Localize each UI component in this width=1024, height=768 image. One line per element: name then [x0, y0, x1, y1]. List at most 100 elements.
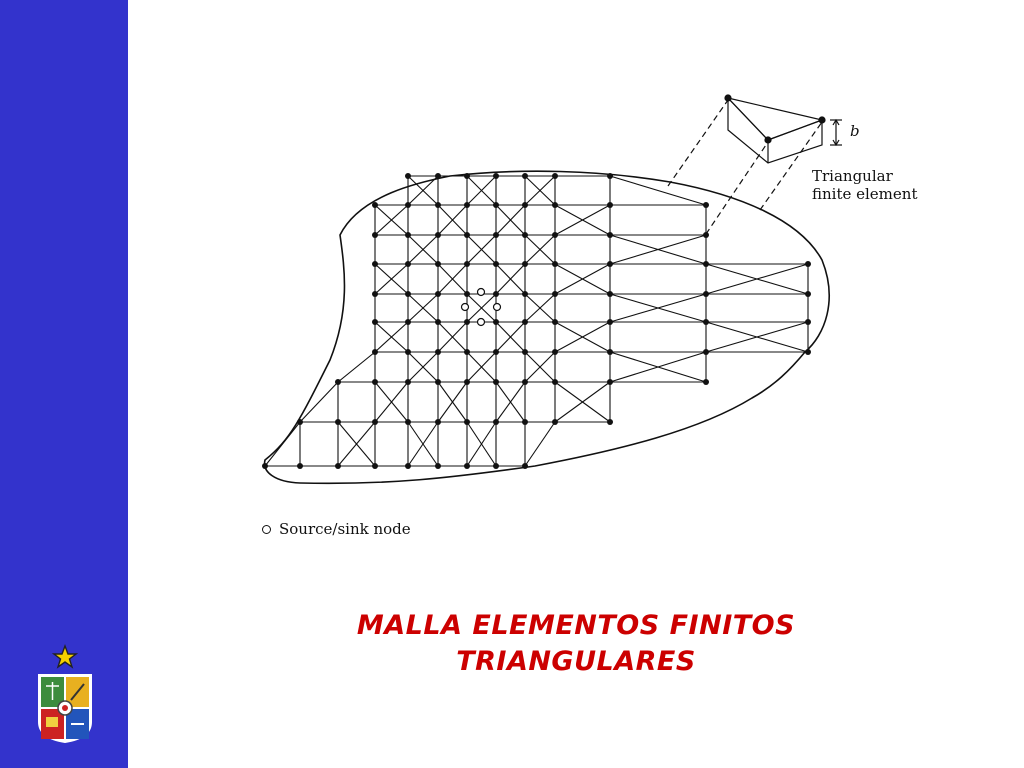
mesh-node [805, 261, 811, 267]
mesh-edge [495, 263, 526, 295]
mesh-node [435, 232, 441, 238]
mesh-node [552, 291, 558, 297]
mesh-node [522, 291, 528, 297]
mesh-edge [524, 175, 556, 206]
mesh-node [405, 173, 411, 179]
crest-icon [38, 674, 92, 744]
mesh-node [464, 379, 470, 385]
mesh-edge [337, 351, 376, 383]
mesh-node [552, 232, 558, 238]
mesh-node [405, 463, 411, 469]
slide-title-line2: TRIANGULARES [456, 646, 696, 677]
mesh-node [405, 349, 411, 355]
slide-title-line1: MALLA ELEMENTOS FINITOS [356, 610, 796, 641]
mesh-node [464, 261, 470, 267]
mesh-node [435, 349, 441, 355]
mesh-node [297, 419, 303, 425]
mesh-node [335, 419, 341, 425]
mesh-node [405, 419, 411, 425]
mesh-node [552, 319, 558, 325]
mesh-node [607, 349, 613, 355]
mesh-node [805, 291, 811, 297]
mesh-edge [609, 175, 707, 206]
mesh-edge [437, 321, 468, 353]
thickness-label: b [850, 122, 860, 140]
mesh-edge [705, 263, 809, 295]
mesh-node [703, 379, 709, 385]
mesh-node [805, 319, 811, 325]
mesh-edge [374, 204, 409, 236]
mesh-node [522, 232, 528, 238]
mesh-edge [407, 421, 439, 467]
mesh-node [372, 319, 378, 325]
mesh-node [464, 463, 470, 469]
mesh-edge [524, 293, 556, 323]
mesh-node [607, 419, 613, 425]
mesh-node [405, 261, 411, 267]
mesh-edge [437, 204, 468, 236]
mesh-node [805, 349, 811, 355]
mesh-node [703, 232, 709, 238]
mesh-node [607, 232, 613, 238]
mesh-node [552, 379, 558, 385]
mesh-node [372, 379, 378, 385]
mesh-node [435, 173, 441, 179]
domain-boundary [263, 170, 830, 485]
mesh-node [464, 173, 470, 179]
mesh-node [522, 349, 528, 355]
mesh-edge [524, 234, 556, 265]
mesh-edge [609, 351, 707, 383]
mesh-edge [705, 321, 809, 353]
mesh-node [607, 261, 613, 267]
mesh-node [607, 379, 613, 385]
mesh-node [372, 261, 378, 267]
mesh-edge [609, 234, 707, 265]
mesh-edge [466, 234, 497, 265]
triangular-element-label: Triangular finite element [812, 167, 918, 203]
mesh-node [493, 291, 499, 297]
mesh-edge [407, 234, 439, 265]
mesh-node [493, 349, 499, 355]
mesh-node [607, 291, 613, 297]
mesh-node [405, 379, 411, 385]
mesh-node [435, 463, 441, 469]
mesh-node [703, 349, 709, 355]
mesh-node [703, 319, 709, 325]
mesh-node [522, 202, 528, 208]
mesh-edge [609, 293, 707, 323]
mesh-node [435, 319, 441, 325]
sidebar [0, 0, 128, 768]
mesh-edge [554, 321, 611, 353]
mesh-node [372, 419, 378, 425]
slide-title: MALLA ELEMENTOS FINITOS TRIANGULARES [128, 608, 1024, 680]
mesh-edge [374, 381, 409, 423]
mesh-node [493, 261, 499, 267]
mesh-edge [554, 381, 611, 423]
mesh-node [607, 173, 613, 179]
source-sink-node [460, 302, 470, 312]
mesh-node [552, 261, 558, 267]
mesh-node [435, 419, 441, 425]
mesh-node [464, 319, 470, 325]
mesh-node [435, 291, 441, 297]
mesh-node [464, 419, 470, 425]
mesh-edge [466, 351, 497, 383]
mesh-edge [466, 421, 497, 467]
mesh-node [335, 463, 341, 469]
mesh-edge [554, 204, 611, 236]
mesh-node [464, 349, 470, 355]
mesh-node [607, 202, 613, 208]
mesh-edge [437, 381, 468, 423]
mesh-node [262, 463, 268, 469]
mesh-node [493, 173, 499, 179]
legend-label: Source/sink node [279, 520, 411, 538]
mesh-node [493, 419, 499, 425]
mesh-node [405, 232, 411, 238]
mesh-node [552, 419, 558, 425]
mesh-node [522, 173, 528, 179]
mesh-node [607, 319, 613, 325]
mesh-node [405, 319, 411, 325]
mesh-node [703, 291, 709, 297]
mesh-node [405, 202, 411, 208]
mesh-node [703, 261, 709, 267]
